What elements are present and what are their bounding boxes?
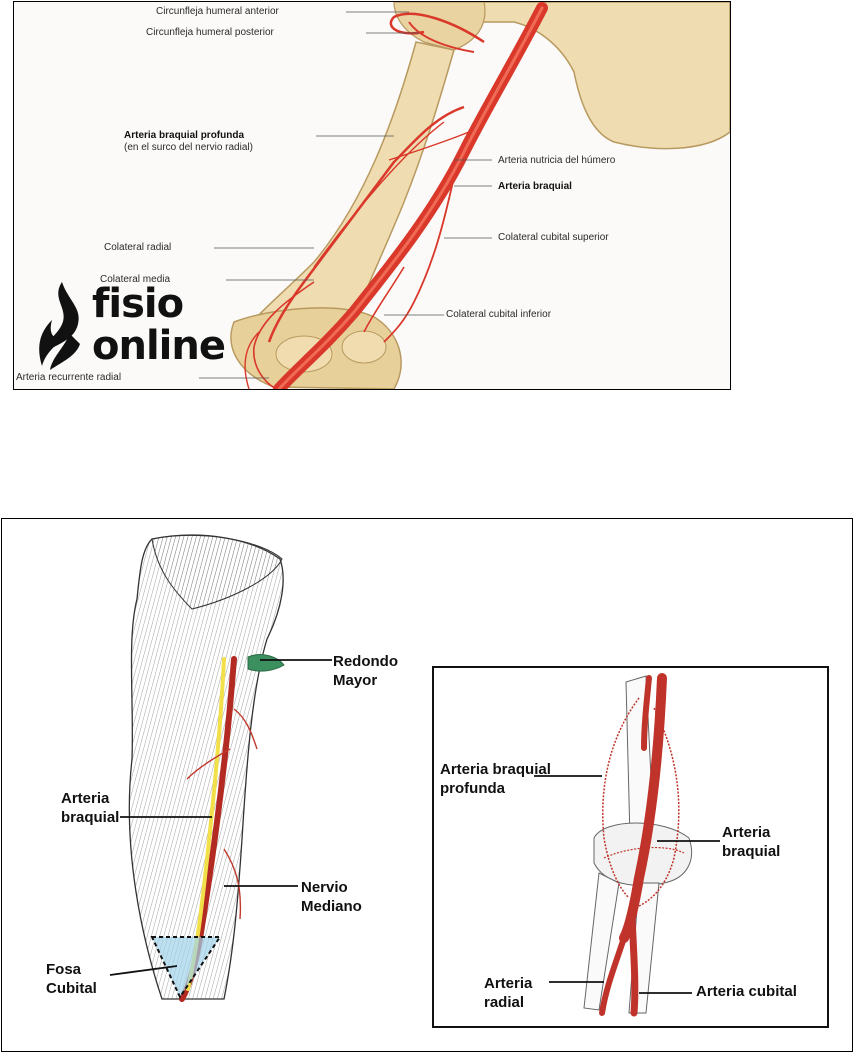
label-colateral-media: Colateral media xyxy=(100,274,171,285)
label-arteria-braquial-1: Arteria xyxy=(61,790,110,807)
label-fosa-cubital-1: Fosa xyxy=(46,961,82,978)
fisio-online-logo: fisio online xyxy=(32,280,242,376)
label-colateral-cubital-superior: Colateral cubital superior xyxy=(498,232,609,243)
label-inset-braquial-2: braquial xyxy=(722,843,781,860)
label-braquial: Arteria braquial xyxy=(498,181,572,192)
label-inset-radial-1: Arteria xyxy=(484,975,533,992)
label-circunfleja-anterior: Circunfleja humeral anterior xyxy=(156,6,279,17)
label-braquial-profunda-sub: (en el surco del nervio radial) xyxy=(124,142,253,153)
label-colateral-radial: Colateral radial xyxy=(104,242,172,253)
top-anatomy-figure: Circunfleja humeral anterior Circunfleja… xyxy=(13,1,731,390)
label-recurrente-radial: Arteria recurrente radial xyxy=(16,372,122,383)
label-inset-radial-2: radial xyxy=(484,994,525,1011)
label-fosa-cubital-2: Cubital xyxy=(46,980,97,997)
label-inset-braquial-profunda-2: profunda xyxy=(440,780,505,797)
label-colateral-cubital-inferior: Colateral cubital inferior xyxy=(446,309,552,320)
arm-muscle-illustration xyxy=(109,534,332,1002)
label-redondo-mayor-1: Redondo xyxy=(333,653,398,670)
elbow-arteries-illustration xyxy=(534,673,720,1017)
label-inset-braquial-1: Arteria xyxy=(722,824,771,841)
label-redondo-mayor-2: Mayor xyxy=(333,672,378,689)
logo-text-fisio: fisio xyxy=(92,281,184,327)
inset-figure: Arteria braquial profunda Arteria braqui… xyxy=(432,666,829,1028)
flame-logo-icon xyxy=(39,282,80,370)
logo-text-online: online xyxy=(92,323,226,369)
label-arteria-braquial-2: braquial xyxy=(61,809,120,826)
label-nervio-mediano-1: Nervio xyxy=(301,879,348,896)
label-nervio-mediano-2: Mediano xyxy=(301,898,362,915)
label-braquial-profunda: Arteria braquial profunda xyxy=(124,130,245,141)
label-inset-braquial-profunda-1: Arteria braquial xyxy=(440,761,551,778)
arm-arteries-illustration xyxy=(199,2,730,389)
label-nutricia: Arteria nutricia del húmero xyxy=(498,155,616,166)
label-inset-cubital: Arteria cubital xyxy=(696,983,797,1000)
label-circunfleja-posterior: Circunfleja humeral posterior xyxy=(146,27,274,38)
